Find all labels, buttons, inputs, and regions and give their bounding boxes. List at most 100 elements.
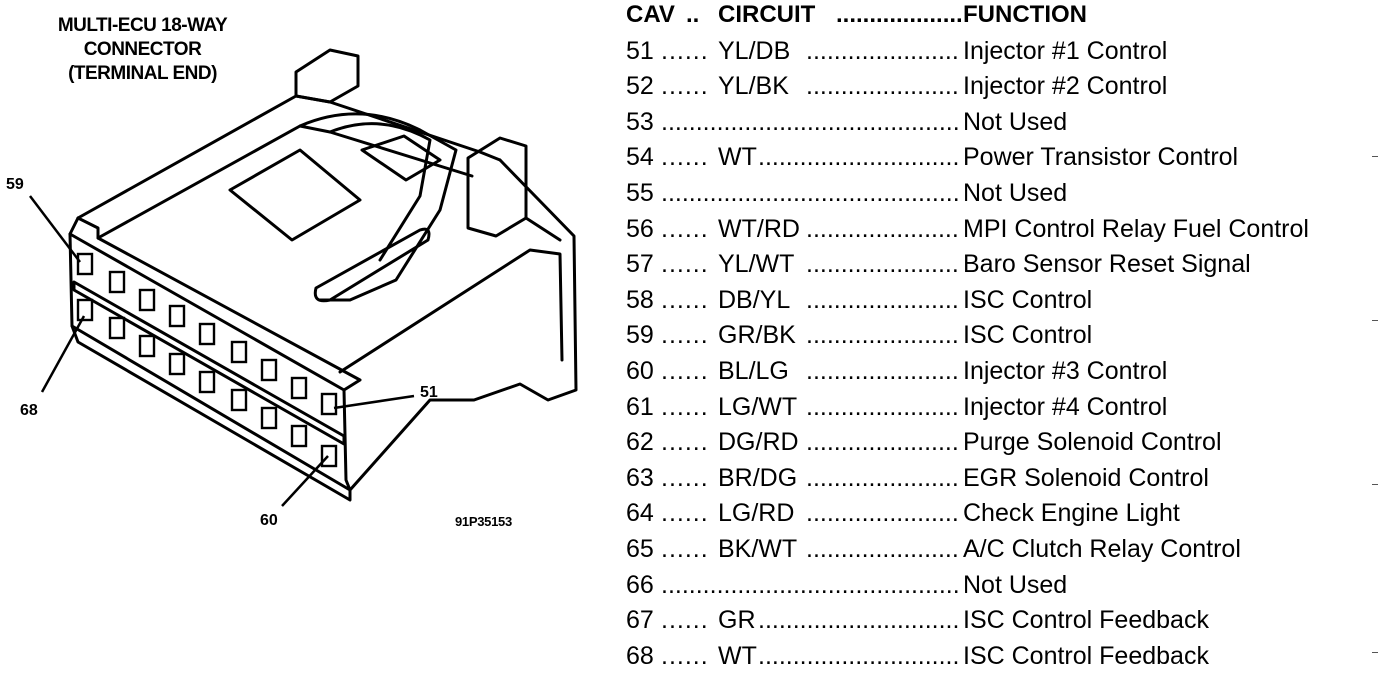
leader-dots: ......	[661, 428, 709, 457]
function-text: Not Used	[963, 107, 1068, 136]
leader-dots: ........................................…	[806, 214, 961, 243]
table-header: CAV .. CIRCUIT ..................... FUN…	[626, 0, 1366, 36]
leader-dots: ......	[661, 72, 709, 101]
circuit-code: BK/WT	[718, 534, 798, 563]
function-text: Power Transistor Control	[963, 143, 1239, 172]
header-cav: CAV	[626, 1, 675, 28]
table-body: 51......YL/DB...........................…	[626, 36, 1366, 676]
function-text: Injector #1 Control	[963, 36, 1168, 65]
circuit-code: WT	[718, 143, 757, 172]
pinout-table: CAV .. CIRCUIT ..................... FUN…	[626, 0, 1366, 676]
terminal-61	[290, 424, 308, 448]
leader-60	[281, 455, 329, 507]
circuit-code: YL/WT	[718, 250, 795, 279]
terminal-67	[108, 316, 126, 340]
circuit-code: BL/LG	[718, 356, 789, 385]
latch-tab-right	[466, 136, 528, 238]
leader-dots: ......	[661, 36, 709, 65]
pin-label-59: 59	[6, 176, 24, 193]
cav-number: 67	[626, 606, 654, 635]
function-text: ISC Control	[963, 285, 1093, 314]
cav-number: 61	[626, 392, 654, 421]
edge-tick	[1372, 652, 1378, 653]
latch-step	[228, 148, 362, 242]
circuit-code: BR/DG	[718, 463, 798, 492]
cav-number: 62	[626, 428, 654, 457]
table-row: 64......LG/RD...........................…	[626, 498, 1366, 534]
function-text: ISC Control Feedback	[963, 641, 1209, 670]
connector-top-inner	[96, 124, 474, 240]
leader-dots: ........................................…	[806, 356, 961, 385]
leader-dots: ......	[661, 606, 709, 635]
caption-line-3: (TERMINAL END)	[68, 63, 217, 84]
terminal-54	[230, 340, 248, 364]
leader-dots: ......	[661, 392, 709, 421]
leader-dots: ......	[661, 534, 709, 563]
function-text: Not Used	[963, 570, 1068, 599]
terminal-60	[320, 444, 338, 468]
table-row: 65......BK/WT...........................…	[626, 534, 1366, 570]
table-row: 53......................................…	[626, 107, 1366, 143]
cav-number: 56	[626, 214, 654, 243]
latch-slot	[313, 227, 431, 303]
cav-number: 58	[626, 285, 654, 314]
header-dots-1: ..	[686, 1, 700, 28]
circuit-code: YL/BK	[718, 72, 789, 101]
circuit-code: WT	[718, 641, 757, 670]
pin-label-51: 51	[420, 384, 438, 401]
circuit-code: LG/RD	[718, 499, 795, 528]
connector-right-inner	[338, 248, 564, 374]
table-row: 51......YL/DB...........................…	[626, 36, 1366, 72]
function-text: A/C Clutch Relay Control	[963, 534, 1241, 563]
terminal-52	[290, 376, 308, 400]
table-row: 57......YL/WT...........................…	[626, 249, 1366, 285]
leader-dots: ......	[661, 285, 709, 314]
leader-59	[29, 195, 81, 263]
cav-number: 59	[626, 321, 654, 350]
latch-tab-rear	[294, 48, 360, 104]
function-text: Injector #4 Control	[963, 392, 1168, 421]
leader-dots: ........................................…	[806, 534, 961, 563]
cav-number: 52	[626, 72, 654, 101]
terminal-68	[76, 298, 94, 322]
leader-dots: ......	[661, 641, 709, 670]
cav-number: 66	[626, 570, 654, 599]
function-text: ISC Control Feedback	[963, 606, 1209, 635]
terminal-51	[320, 392, 338, 416]
edge-tick	[1372, 156, 1378, 157]
terminal-59	[76, 252, 94, 276]
table-row: 62......DG/RD...........................…	[626, 427, 1366, 463]
cav-number: 68	[626, 641, 654, 670]
pin-label-68: 68	[20, 402, 38, 419]
latch-arm-inner	[328, 122, 432, 262]
leader-dots: ........................................…	[806, 463, 961, 492]
connector-right-step	[524, 216, 562, 242]
cav-number: 51	[626, 36, 654, 65]
terminal-66	[138, 334, 156, 358]
terminal-64	[198, 370, 216, 394]
table-row: 54......WT..............................…	[626, 142, 1366, 178]
leader-dots: ......	[661, 143, 709, 172]
leader-dots: ......	[661, 356, 709, 385]
terminal-divider	[72, 280, 346, 446]
leader-dots: ........................................…	[806, 392, 961, 421]
table-row: 63......BR/DG...........................…	[626, 463, 1366, 499]
leader-dots: ........................................…	[661, 107, 961, 136]
cav-number: 57	[626, 250, 654, 279]
function-text: Injector #2 Control	[963, 72, 1168, 101]
leader-dots: ........................................…	[806, 72, 961, 101]
table-row: 59......GR/BK...........................…	[626, 320, 1366, 356]
header-function: FUNCTION	[963, 1, 1087, 28]
table-row: 66......................................…	[626, 570, 1366, 606]
terminal-53	[260, 358, 278, 382]
header-dots-2: .....................	[836, 1, 962, 28]
table-row: 55......................................…	[626, 178, 1366, 214]
function-text: Not Used	[963, 178, 1068, 207]
connector-right-wall	[348, 158, 578, 492]
circuit-code: LG/WT	[718, 392, 798, 421]
leader-dots: ........................................…	[806, 36, 961, 65]
leader-dots: ........................................…	[661, 570, 961, 599]
terminal-62	[260, 406, 278, 430]
leader-dots: ......	[661, 321, 709, 350]
pin-label-60: 60	[260, 512, 278, 529]
